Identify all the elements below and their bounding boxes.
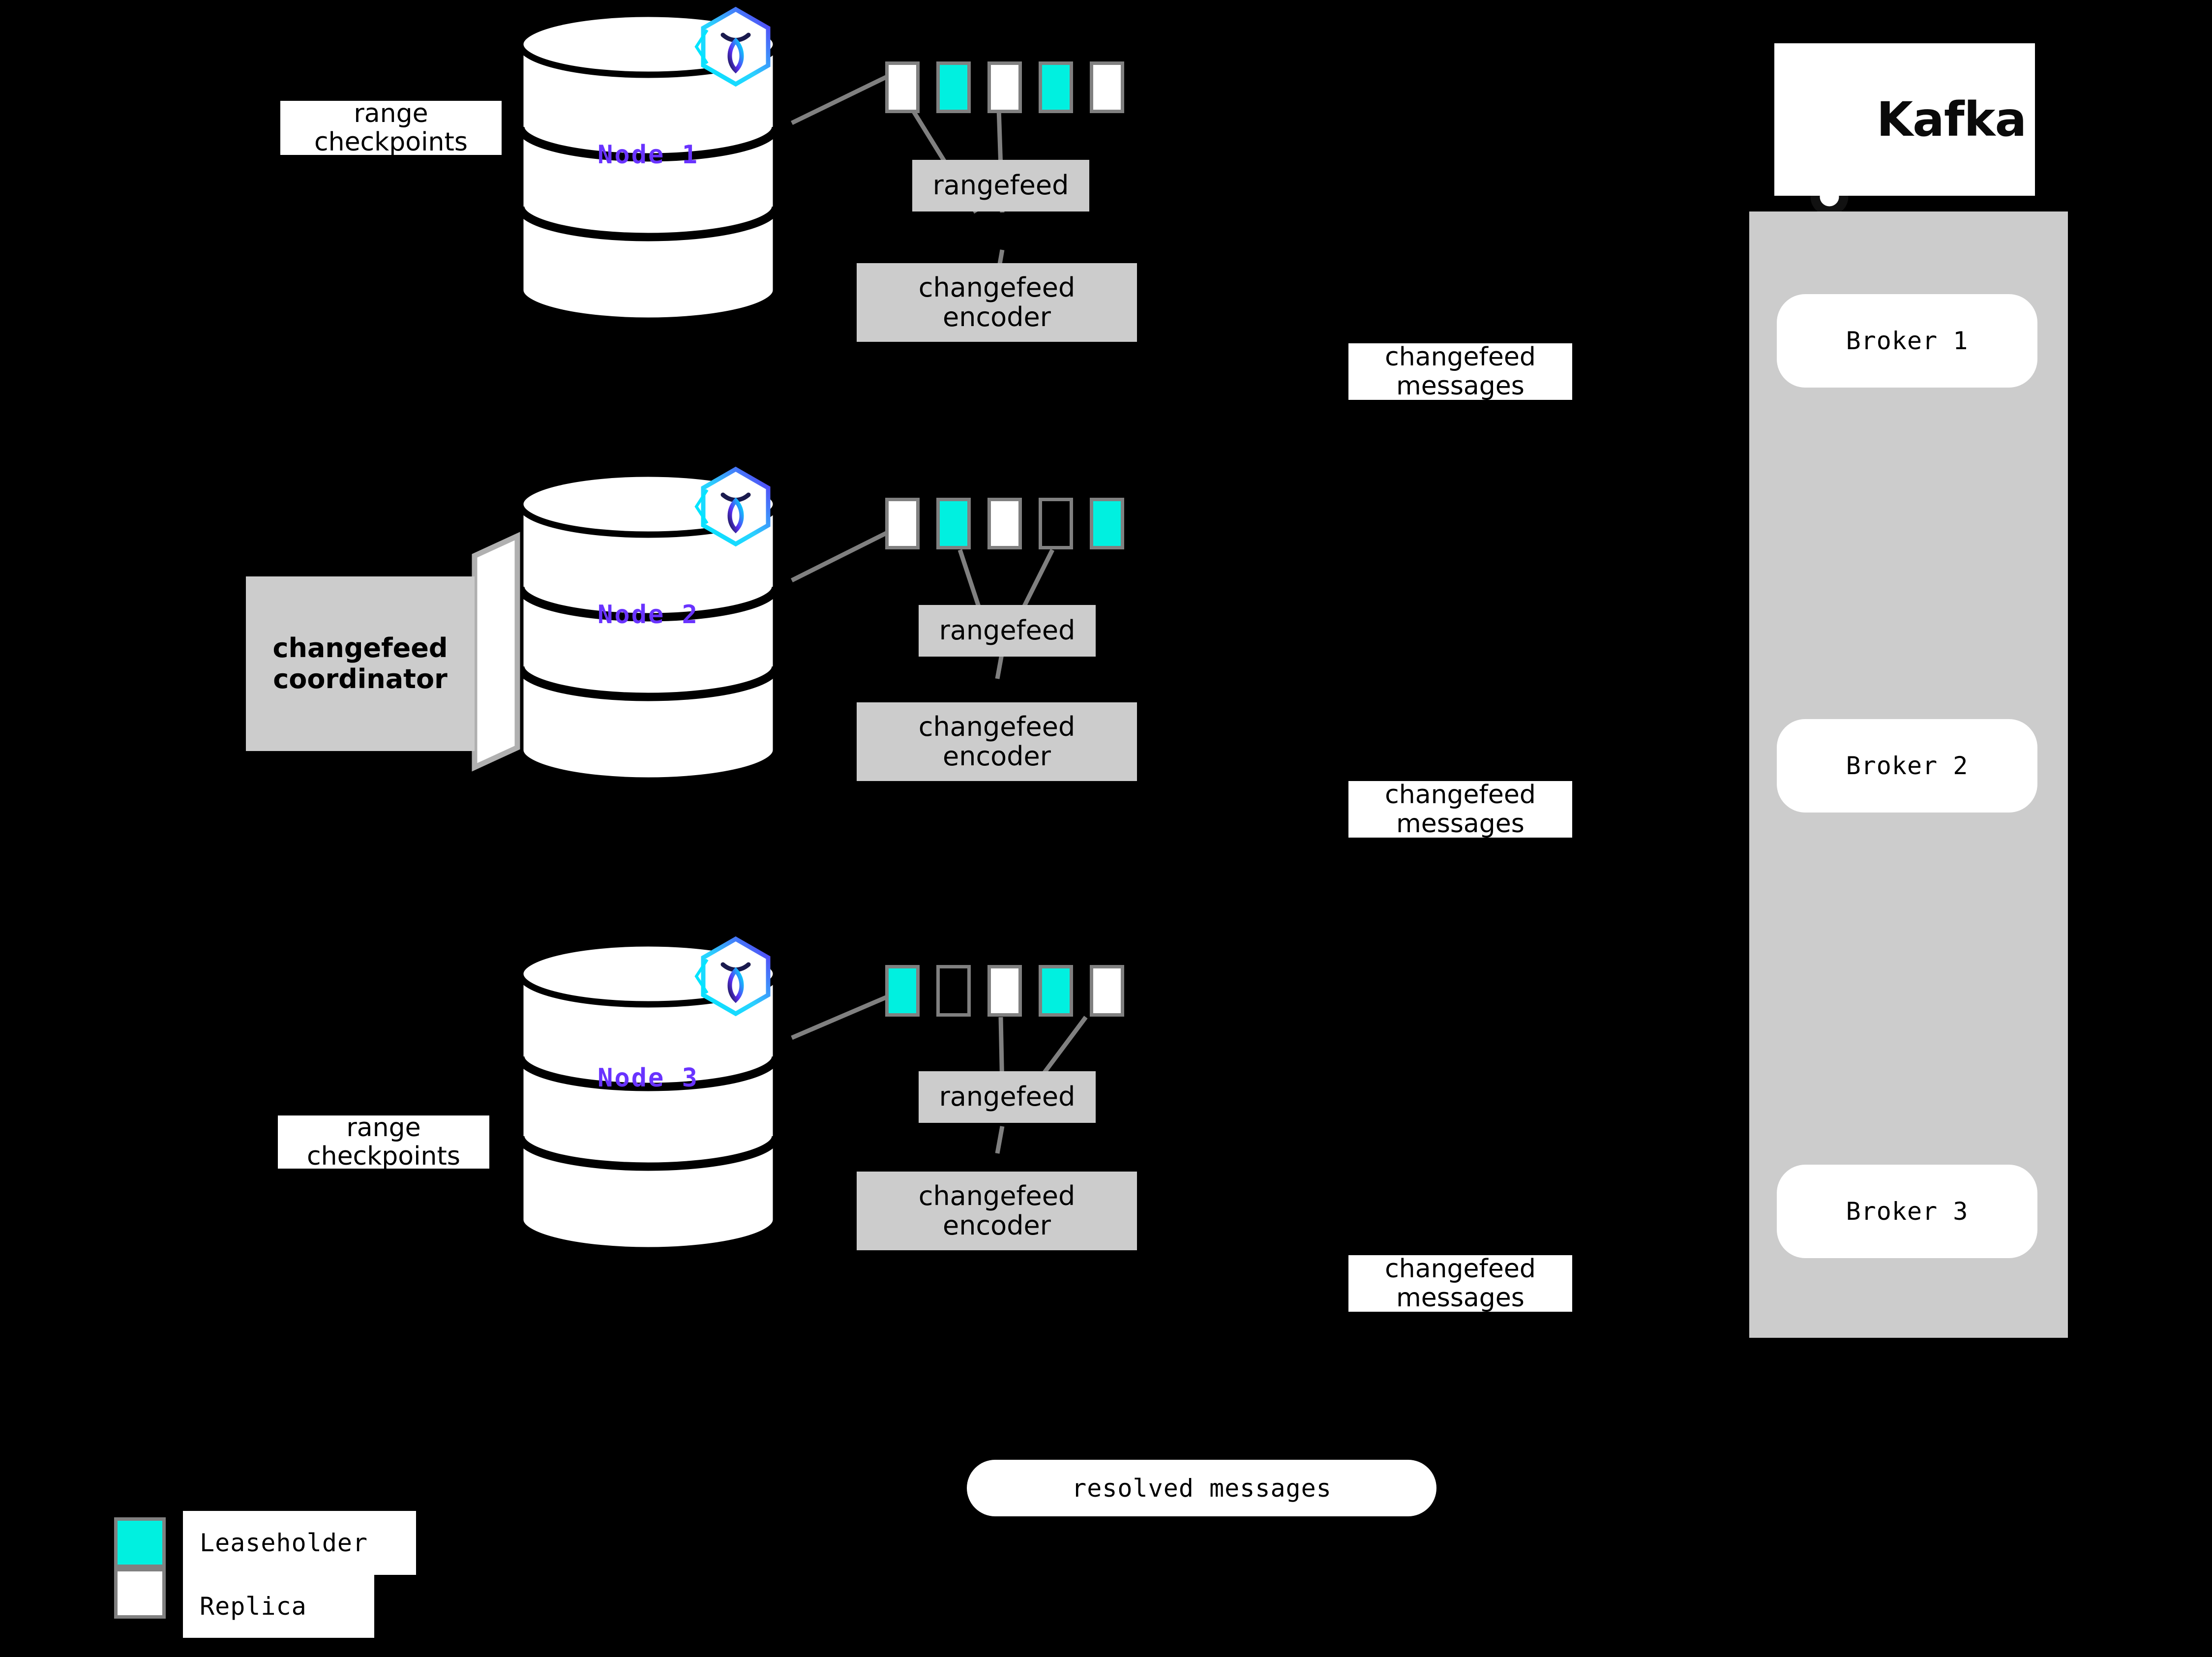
changefeed-coordinator-flap <box>472 532 520 772</box>
legend-swatch-replica <box>114 1568 166 1619</box>
node-2-label: Node 2 <box>598 600 699 630</box>
range-box-empty[interactable] <box>936 965 971 1017</box>
messages-line-1: changefeed <box>1385 1254 1536 1284</box>
legend-label-replica: Replica <box>183 1575 374 1638</box>
range-box-replica[interactable] <box>1090 61 1124 113</box>
node-3-label: Node 3 <box>598 1063 699 1093</box>
kafka-logo-container: Kafka <box>1774 43 2035 196</box>
messages-line-1: changefeed <box>1385 342 1536 372</box>
node-1-changefeed-encoder-box[interactable]: changefeed encoder <box>857 263 1137 342</box>
range-checkpoints-line-1: range <box>346 1113 421 1143</box>
range-box-leaseholder[interactable] <box>936 61 971 113</box>
encoder-line-1: changefeed <box>918 1180 1076 1211</box>
range-box-leaseholder[interactable] <box>936 498 971 549</box>
range-box-replica[interactable] <box>1090 965 1124 1017</box>
node-3-range-checkpoints-label: range checkpoints <box>278 1113 489 1171</box>
range-box-replica[interactable] <box>987 61 1022 113</box>
changefeed-messages-label-2: changefeed messages <box>1348 781 1572 838</box>
broker-3-box[interactable]: Broker 3 <box>1777 1165 2037 1258</box>
range-box-replica[interactable] <box>987 498 1022 549</box>
encoder-line-2: encoder <box>943 1210 1051 1241</box>
node-3-cylinder <box>516 940 780 1254</box>
messages-line-2: messages <box>1396 371 1524 401</box>
range-box-leaseholder[interactable] <box>1090 498 1124 549</box>
range-box-replica[interactable] <box>987 965 1022 1017</box>
messages-line-2: messages <box>1396 809 1524 839</box>
resolved-messages-pill[interactable]: resolved messages <box>967 1460 1436 1516</box>
rangefeed-label: rangefeed <box>939 615 1076 646</box>
range-checkpoints-line-1: range <box>354 98 428 128</box>
encoder-line-2: encoder <box>943 301 1051 332</box>
coordinator-line-2: coordinator <box>273 663 448 694</box>
kafka-wordmark: Kafka <box>1876 92 2027 147</box>
node-2-connectors <box>790 526 1055 679</box>
range-box-replica[interactable] <box>885 498 920 549</box>
legend-label-leaseholder: Leaseholder <box>183 1511 416 1575</box>
encoder-line-1: changefeed <box>918 711 1076 742</box>
range-box-replica[interactable] <box>885 61 920 113</box>
range-box-leaseholder[interactable] <box>1039 61 1073 113</box>
range-box-leaseholder[interactable] <box>1039 965 1073 1017</box>
broker-1-box[interactable]: Broker 1 <box>1777 294 2037 388</box>
range-checkpoints-line-2: checkpoints <box>314 127 468 157</box>
changefeed-messages-label-1: changefeed messages <box>1348 343 1572 400</box>
messages-line-1: changefeed <box>1385 780 1536 810</box>
node-2-rangefeed-box[interactable]: rangefeed <box>919 605 1096 657</box>
cockroachdb-hexagon-logo <box>694 6 771 87</box>
broker-2-box[interactable]: Broker 2 <box>1777 719 2037 813</box>
cockroachdb-hexagon-logo <box>694 466 771 547</box>
node-3-rangefeed-box[interactable]: rangefeed <box>919 1071 1096 1123</box>
node-1-rangefeed-box[interactable]: rangefeed <box>912 160 1089 211</box>
rangefeed-label: rangefeed <box>939 1081 1076 1113</box>
cockroachdb-hexagon-logo <box>694 936 771 1017</box>
range-box-leaseholder[interactable] <box>885 965 920 1017</box>
node-2-changefeed-encoder-box[interactable]: changefeed encoder <box>857 702 1137 781</box>
node-1-label: Node 1 <box>598 140 699 170</box>
messages-line-2: messages <box>1396 1283 1524 1313</box>
changefeed-coordinator-box[interactable]: changefeed coordinator <box>246 576 475 751</box>
node-1-range-checkpoints-label: range checkpoints <box>280 98 502 157</box>
coordinator-line-1: changefeed <box>272 632 448 663</box>
encoder-line-1: changefeed <box>918 271 1076 303</box>
range-checkpoints-line-2: checkpoints <box>307 1142 460 1171</box>
node-3-changefeed-encoder-box[interactable]: changefeed encoder <box>857 1172 1137 1250</box>
rangefeed-label: rangefeed <box>932 170 1069 201</box>
range-box-empty[interactable] <box>1039 498 1073 549</box>
legend-swatch-leaseholder <box>114 1517 166 1568</box>
changefeed-messages-label-3: changefeed messages <box>1348 1255 1572 1312</box>
encoder-line-2: encoder <box>943 741 1051 772</box>
